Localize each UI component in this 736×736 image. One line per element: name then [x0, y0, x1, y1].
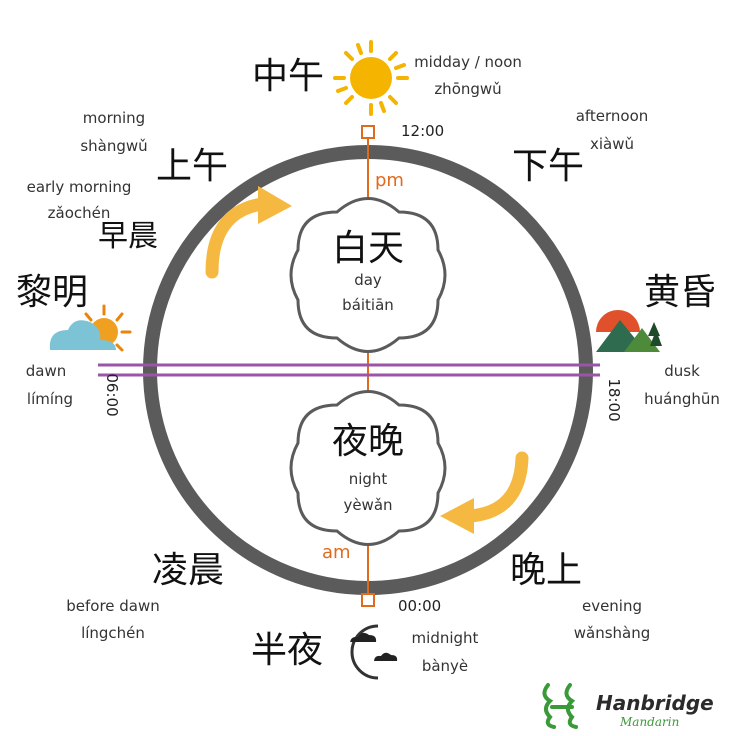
evening-pinyin: wǎnshàng [574, 624, 651, 642]
noon-time: 12:00 [401, 122, 444, 140]
noon-hanzi: 中午 [252, 56, 324, 97]
dawn-pinyin: límíng [27, 390, 73, 408]
dusk-pinyin: huánghūn [644, 390, 720, 408]
midnight-hanzi: 半夜 [251, 630, 323, 671]
hanbridge-logo-icon [542, 683, 578, 729]
day-hanzi: 白天 [332, 228, 404, 269]
noon-marker [361, 125, 375, 139]
before-dawn-hanzi: 凌晨 [152, 550, 224, 591]
afternoon-english: afternoon [576, 107, 649, 125]
midnight-pinyin: bànyè [422, 657, 468, 675]
midnight-time: 00:00 [398, 597, 441, 615]
day-pinyin: báitiān [342, 296, 394, 314]
evening-hanzi: 晚上 [510, 550, 582, 591]
am-marker: am [322, 542, 351, 563]
night-cloud-badge [289, 390, 447, 546]
early-morning-english: early morning [27, 178, 132, 196]
dusk-english: dusk [664, 362, 700, 380]
horizon-line [98, 363, 600, 377]
day-english: day [354, 271, 382, 289]
brand-name: Hanbridge [596, 691, 714, 715]
rising-arrow [205, 186, 292, 279]
night-pinyin: yèwǎn [343, 496, 392, 514]
dawn-hanzi: 黎明 [16, 272, 88, 313]
before-dawn-pinyin: língchén [81, 624, 145, 642]
pm-marker: pm [375, 170, 404, 191]
early-morning-pinyin: zǎochén [48, 204, 111, 222]
evening-english: evening [582, 597, 642, 615]
dawn-english: dawn [26, 362, 67, 380]
day-cloud-badge [289, 197, 447, 353]
night-english: night [349, 470, 388, 488]
morning-english: morning [83, 109, 145, 127]
brand-sub: Mandarin [619, 715, 679, 729]
noon-english: midday / noon [414, 53, 522, 71]
before-dawn-english: before dawn [66, 597, 160, 615]
moon-icon [350, 624, 398, 680]
afternoon-hanzi: 下午 [512, 146, 584, 187]
morning-hanzi: 上午 [156, 146, 228, 187]
mountain-sunset-icon [596, 310, 662, 352]
dusk-hanzi: 黄昏 [644, 272, 716, 313]
morning-pinyin: shàngwǔ [80, 137, 147, 155]
noon-pinyin: zhōngwǔ [434, 80, 501, 98]
afternoon-pinyin: xiàwǔ [590, 135, 634, 153]
early-morning-hanzi: 早晨 [98, 219, 158, 254]
midnight-marker [361, 593, 375, 607]
setting-arrow [440, 451, 529, 534]
dusk-time: 18:00 [605, 378, 623, 421]
night-hanzi: 夜晚 [332, 421, 404, 462]
dawn-time: 06:00 [103, 373, 121, 416]
sun-icon [333, 40, 409, 116]
midnight-english: midnight [412, 629, 479, 647]
sunrise-cloud-icon [49, 304, 132, 352]
